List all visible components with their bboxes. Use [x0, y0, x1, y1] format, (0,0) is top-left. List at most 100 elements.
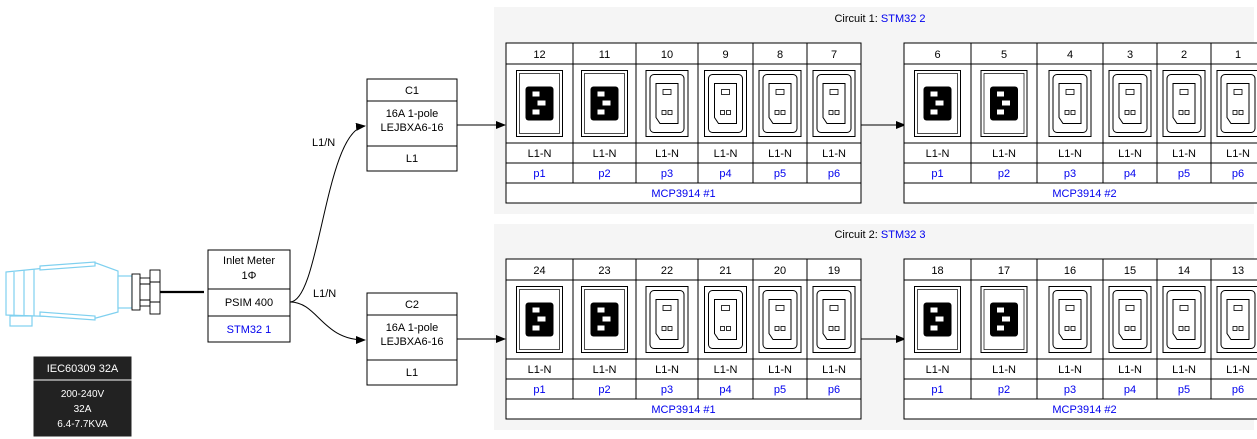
outlet-line: L1-N [822, 148, 846, 160]
outlet-port-link[interactable]: p4 [1124, 168, 1136, 180]
circuit-1-bank-1: 12L1-Np111L1-Np210L1-Np39L1-Np48L1-Np57L… [505, 42, 862, 204]
outlet-port-link[interactable]: p4 [1124, 384, 1136, 396]
c13-socket-icon [812, 286, 856, 353]
outlet-number: 7 [831, 49, 837, 61]
outlet-port-link[interactable]: p5 [774, 384, 786, 396]
outlet-line: L1-N [593, 148, 617, 160]
outlet-port-link[interactable]: p5 [774, 168, 786, 180]
breaker-c2-name: C2 [405, 299, 419, 311]
outlet-line: L1-N [593, 364, 617, 376]
c13-socket-icon [1048, 70, 1092, 137]
outlet-number: 5 [1001, 49, 1007, 61]
outlet-number: 9 [722, 49, 728, 61]
inlet-meter-model: PSIM 400 [225, 297, 273, 309]
outlet-number: 2 [1181, 49, 1187, 61]
outlet-line: L1-N [655, 148, 679, 160]
outlet-port-link[interactable]: p5 [1178, 384, 1190, 396]
breaker-c1-line: L1 [406, 153, 418, 165]
c19-socket-icon [516, 286, 563, 353]
outlet-port-link[interactable]: p6 [828, 168, 840, 180]
plug-power: 6.4-7.7KVA [57, 419, 108, 430]
outlet-number: 21 [719, 265, 731, 277]
outlet-number: 14 [1178, 265, 1190, 277]
c19-socket-icon [581, 70, 628, 137]
c13-socket-icon [645, 286, 689, 353]
outlet-port-link[interactable]: p2 [998, 168, 1010, 180]
outlet-line: L1-N [926, 364, 950, 376]
plug-connector-icon [131, 269, 161, 315]
inlet-controller-link[interactable]: STM32 1 [227, 324, 272, 336]
c2-edge-label: L1/N [313, 288, 336, 300]
outlet-number: 13 [1232, 265, 1244, 277]
outlet-line: L1-N [822, 364, 846, 376]
outlet-number: 4 [1067, 49, 1073, 61]
c13-socket-icon [1048, 286, 1092, 353]
meter-link[interactable]: MCP3914 #2 [1052, 404, 1116, 416]
outlet-line: L1-N [1058, 364, 1082, 376]
inlet-meter-node: Inlet Meter 1Φ PSIM 400 STM32 1 [207, 249, 291, 343]
outlet-port-link[interactable]: p2 [598, 168, 610, 180]
outlet-number: 6 [934, 49, 940, 61]
outlet-port-link[interactable]: p2 [598, 384, 610, 396]
outlet-port-link[interactable]: p3 [1064, 168, 1076, 180]
plug-standard: IEC60309 32A [47, 363, 119, 375]
outlet-number: 23 [598, 265, 610, 277]
outlet-line: L1-N [1226, 148, 1250, 160]
outlet-port-link[interactable]: p6 [828, 384, 840, 396]
inlet-meter-phase: 1Φ [242, 270, 257, 282]
outlet-line: L1-N [926, 148, 950, 160]
circuit-1-controller-link[interactable]: STM32 2 [881, 13, 926, 25]
c19-socket-icon [581, 286, 628, 353]
breaker-c1-model: LEJBXA6-16 [381, 122, 444, 134]
circuit-2-bank-2: 18L1-Np117L1-Np216L1-Np315L1-Np414L1-Np5… [903, 258, 1257, 420]
outlet-port-link[interactable]: p4 [719, 168, 731, 180]
plug-voltage: 200-240V [61, 389, 105, 400]
c1-edge-label: L1/N [312, 137, 335, 149]
outlet-number: 17 [998, 265, 1010, 277]
outlet-port-link[interactable]: p4 [719, 384, 731, 396]
circuit-2-controller-link[interactable]: STM32 3 [881, 229, 926, 241]
c13-socket-icon [812, 70, 856, 137]
breaker-c2-model: LEJBXA6-16 [381, 336, 444, 348]
outlet-line: L1-N [1172, 364, 1196, 376]
outlet-line: L1-N [1118, 148, 1142, 160]
outlet-number: 15 [1124, 265, 1136, 277]
meter-link[interactable]: MCP3914 #2 [1052, 188, 1116, 200]
iec60309-plug-icon [5, 261, 133, 327]
c13-socket-icon [758, 286, 802, 353]
outlet-line: L1-N [992, 364, 1016, 376]
c13-socket-icon [1162, 70, 1206, 137]
c13-socket-icon [1216, 286, 1257, 353]
outlet-port-link[interactable]: p6 [1232, 384, 1244, 396]
outlet-number: 11 [599, 49, 610, 61]
outlet-number: 1 [1235, 49, 1241, 61]
c13-socket-icon [758, 70, 802, 137]
outlet-port-link[interactable]: p1 [533, 384, 545, 396]
c13-socket-icon [1162, 286, 1206, 353]
outlet-port-link[interactable]: p2 [998, 384, 1010, 396]
outlet-port-link[interactable]: p1 [931, 384, 943, 396]
breaker-c2-rating: 16A 1-pole [386, 322, 439, 334]
meter-link[interactable]: MCP3914 #1 [651, 188, 715, 200]
plug-spec-box: IEC60309 32A 200-240V 32A 6.4-7.7KVA [32, 355, 133, 438]
outlet-line: L1-N [528, 364, 552, 376]
outlet-line: L1-N [768, 364, 792, 376]
outlet-line: L1-N [768, 148, 792, 160]
outlet-port-link[interactable]: p3 [661, 168, 673, 180]
outlet-line: L1-N [1226, 364, 1250, 376]
outlet-port-link[interactable]: p3 [661, 384, 673, 396]
meter-link[interactable]: MCP3914 #1 [651, 404, 715, 416]
outlet-line: L1-N [714, 148, 738, 160]
inlet-to-c2-wire [289, 301, 366, 344]
c13-socket-icon [1108, 70, 1152, 137]
c19-socket-icon [914, 286, 961, 353]
outlet-port-link[interactable]: p1 [533, 168, 545, 180]
c13-socket-icon [704, 70, 747, 137]
outlet-port-link[interactable]: p1 [931, 168, 943, 180]
outlet-port-link[interactable]: p3 [1064, 384, 1076, 396]
outlet-port-link[interactable]: p6 [1232, 168, 1244, 180]
c13-socket-icon [645, 70, 689, 137]
c19-socket-icon [980, 70, 1028, 137]
outlet-port-link[interactable]: p5 [1178, 168, 1190, 180]
